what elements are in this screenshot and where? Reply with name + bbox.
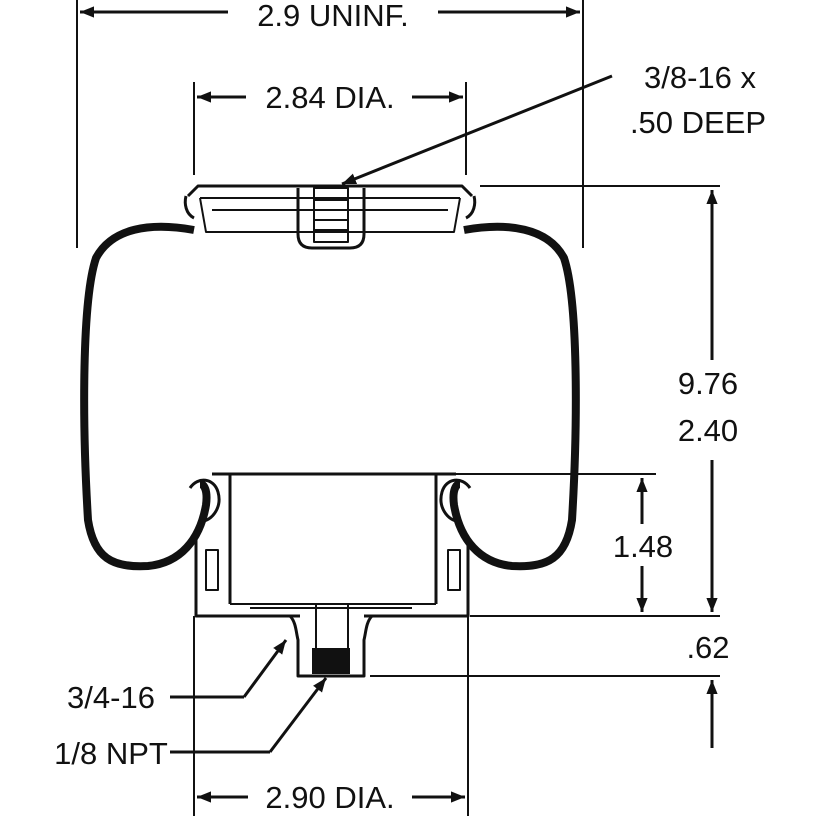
callout-air-fitting: 1/8 NPT bbox=[54, 677, 328, 771]
label-height-max: 9.76 bbox=[678, 366, 738, 401]
callout-top-thread: 3/8-16 x .50 DEEP bbox=[341, 60, 766, 186]
label-overall-width: 2.9 UNINF. bbox=[257, 0, 409, 33]
thread-marks-top bbox=[314, 199, 348, 231]
piston bbox=[194, 472, 720, 678]
label-bottom-thread: 3/4-16 bbox=[67, 680, 155, 715]
dimension-height: 9.76 2.40 bbox=[678, 190, 738, 612]
label-air-fitting: 1/8 NPT bbox=[54, 736, 168, 771]
label-base-thickness: .62 bbox=[686, 630, 729, 665]
air-fitting-port bbox=[312, 648, 350, 674]
label-top-plate-dia: 2.84 DIA. bbox=[265, 80, 394, 115]
label-top-thread-line2: .50 DEEP bbox=[630, 105, 766, 140]
top-bead-plate bbox=[183, 184, 720, 250]
label-height-min: 2.40 bbox=[678, 413, 738, 448]
dimension-piston-height: 1.48 bbox=[613, 478, 673, 612]
callout-bottom-thread: 3/4-16 bbox=[67, 639, 288, 715]
dimension-top-plate-dia: 2.84 DIA. bbox=[193, 80, 467, 175]
dimension-overall-width: 2.9 UNINF. bbox=[76, 0, 584, 248]
dimension-bottom-dia: 2.90 DIA. bbox=[193, 616, 469, 816]
label-top-thread-line1: 3/8-16 x bbox=[644, 60, 757, 95]
label-bottom-dia: 2.90 DIA. bbox=[265, 780, 394, 815]
dimension-base-thickness: .62 bbox=[686, 630, 730, 748]
label-piston-height: 1.48 bbox=[613, 529, 673, 564]
bellow-membrane bbox=[80, 222, 580, 571]
